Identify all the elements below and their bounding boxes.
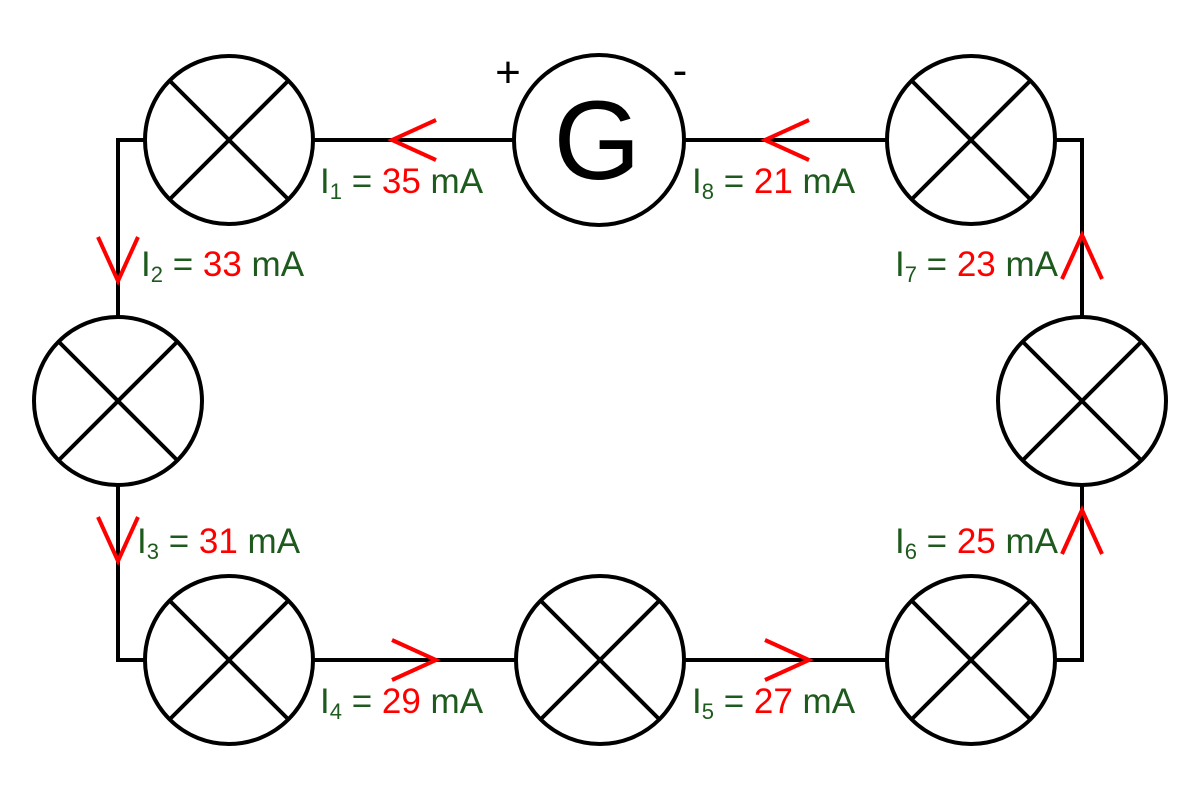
current-value: 25 — [957, 522, 996, 561]
current-value: 21 — [754, 162, 793, 201]
current-equals: = — [917, 245, 957, 284]
lamp-bottom-left — [143, 574, 315, 746]
current-equals: = — [159, 522, 199, 561]
current-symbol: I — [895, 522, 905, 561]
lamp-left — [32, 315, 204, 487]
current-label-i3: I3 = 31 mA — [137, 522, 301, 564]
current-equals: = — [714, 682, 754, 721]
current-unit: mA — [793, 682, 856, 721]
current-value: 31 — [199, 522, 238, 561]
arrow-i3-down-icon — [96, 516, 140, 566]
current-symbol: I — [320, 162, 330, 201]
current-value: 23 — [957, 245, 996, 284]
current-equals: = — [163, 245, 203, 284]
current-value: 27 — [754, 682, 793, 721]
generator-circle-icon — [512, 53, 686, 227]
current-subscript: 2 — [151, 262, 163, 287]
arrow-i1-left-icon — [387, 118, 437, 162]
lamp-top-left — [143, 54, 315, 226]
current-equals: = — [342, 162, 382, 201]
current-label-i4: I4 = 29 mA — [320, 682, 484, 724]
current-symbol: I — [692, 162, 702, 201]
current-subscript: 4 — [330, 699, 342, 724]
current-label-i6: I6 = 25 mA — [895, 522, 1059, 564]
current-subscript: 8 — [702, 179, 714, 204]
arrow-i4-right-icon — [391, 638, 441, 682]
arrow-i5-right-icon — [764, 638, 814, 682]
current-symbol: I — [895, 245, 905, 284]
generator-symbol: G — [553, 78, 640, 203]
current-unit: mA — [242, 245, 305, 284]
generator-minus: - — [673, 46, 688, 95]
current-subscript: 7 — [905, 262, 917, 287]
current-unit: mA — [421, 162, 484, 201]
current-symbol: I — [137, 522, 147, 561]
current-arrows — [96, 118, 1104, 682]
current-subscript: 3 — [147, 539, 159, 564]
arrow-i2-down-icon — [96, 236, 140, 286]
wire-right-lower — [1055, 486, 1084, 662]
current-symbol: I — [692, 682, 702, 721]
current-equals: = — [342, 682, 382, 721]
current-subscript: 6 — [905, 539, 917, 564]
wire-left-upper — [116, 138, 145, 317]
current-label-i5: I5 = 27 mA — [692, 682, 856, 724]
generator: G + - — [495, 46, 688, 227]
current-unit: mA — [996, 245, 1059, 284]
current-label-i8: I8 = 21 mA — [692, 162, 856, 204]
current-unit: mA — [793, 162, 856, 201]
generator-plus: + — [495, 48, 521, 97]
current-value: 35 — [382, 162, 421, 201]
current-equals: = — [917, 522, 957, 561]
current-unit: mA — [238, 522, 301, 561]
lamp-bottom-right — [885, 574, 1057, 746]
current-value: 33 — [203, 245, 242, 284]
current-subscript: 1 — [330, 179, 342, 204]
current-symbol: I — [320, 682, 330, 721]
current-label-i7: I7 = 23 mA — [895, 245, 1059, 287]
current-unit: mA — [996, 522, 1059, 561]
current-label-i2: I2 = 33 mA — [141, 245, 305, 287]
wire-right-upper — [1055, 138, 1084, 317]
wires — [116, 138, 1084, 662]
current-value: 29 — [382, 682, 421, 721]
current-equals: = — [714, 162, 754, 201]
lamp-bottom-center — [514, 574, 686, 746]
current-symbol: I — [141, 245, 151, 284]
arrow-i7-up-icon — [1060, 230, 1104, 280]
current-unit: mA — [421, 682, 484, 721]
arrow-i6-up-icon — [1060, 505, 1104, 555]
lamp-top-right — [885, 54, 1057, 226]
current-label-i1: I1 = 35 mA — [320, 162, 484, 204]
lamp-right — [996, 315, 1168, 487]
arrow-i8-left-icon — [760, 118, 810, 162]
wire-left-lower — [116, 486, 145, 662]
current-subscript: 5 — [702, 699, 714, 724]
